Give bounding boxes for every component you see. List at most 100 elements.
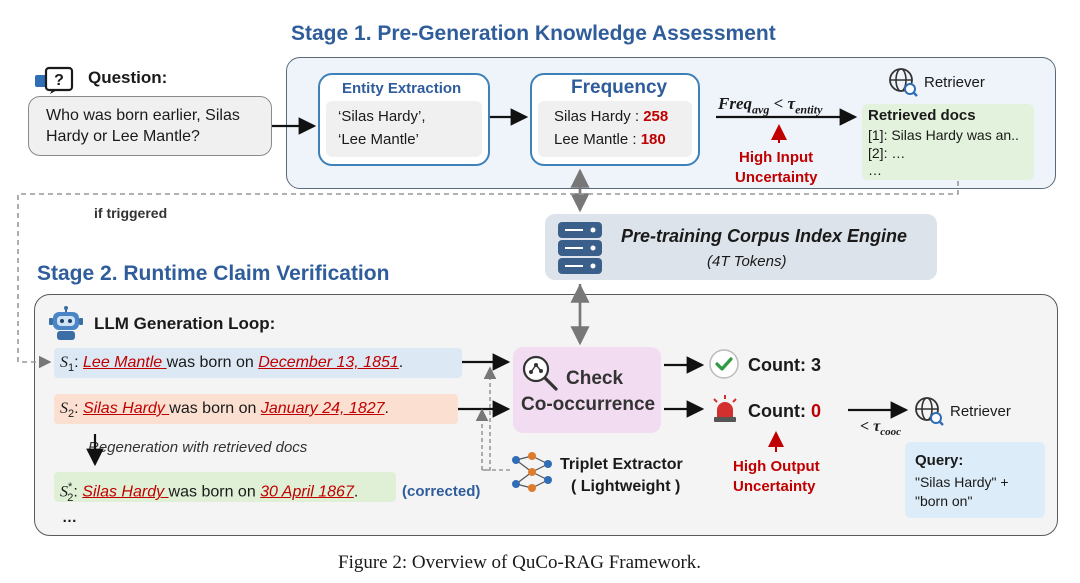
count-bad: Count: 0	[748, 401, 821, 421]
s2-date: January 24, 1827	[260, 400, 385, 417]
frequency-value-2: 180	[640, 131, 666, 148]
query-line-2: "born on"	[915, 493, 973, 509]
threshold-op: <	[769, 94, 788, 113]
tau-sub: entity	[795, 102, 823, 117]
svg-text:?: ?	[54, 72, 64, 89]
sentence-1: S1: Lee Mantle was born on December 13, …	[60, 353, 403, 378]
question-line-1: Who was born earlier, Silas	[46, 107, 240, 124]
stage2-title: Stage 2. Runtime Claim Verification	[37, 262, 390, 285]
stage1-arrows	[272, 108, 858, 135]
sentence-2-corrected-bg	[54, 472, 396, 502]
triplet-label-2: ( Lightweight )	[571, 478, 681, 495]
query-line-1: "Silas Hardy" +	[915, 474, 1009, 490]
s2c-entity: Silas Hardy	[82, 483, 169, 501]
s2c-mid: was born on	[168, 483, 261, 501]
llm-loop-label: LLM Generation Loop:	[94, 314, 276, 333]
retrieved-docs-title: Retrieved docs	[868, 107, 976, 124]
sentence-2: S2: Silas Hardy was born on January 24, …	[60, 399, 389, 424]
cooc-tau: τ	[873, 418, 881, 435]
retriever-label-1: Retriever	[924, 74, 985, 91]
question-box	[28, 96, 272, 156]
question-label: Question:	[88, 68, 168, 87]
trigger-path	[17, 181, 959, 369]
query-box	[905, 442, 1045, 518]
corpus-title: Pre-training Corpus Index Engine	[621, 226, 908, 246]
alarm-icon	[710, 395, 740, 423]
s2c-var: S	[60, 483, 68, 501]
s1-sep: :	[74, 354, 84, 371]
s2-var: S	[60, 400, 68, 417]
check-label-2: Co-occurrence	[521, 394, 656, 415]
entity-threshold: Freqavg < τentity	[718, 94, 822, 119]
corpus-engine-box	[545, 214, 937, 280]
stage2-arrows	[86, 353, 909, 467]
s2-entity: Silas Hardy	[83, 400, 170, 417]
globe-search-icon	[888, 67, 918, 97]
s2-sep: :	[74, 400, 84, 417]
globe-search-icon	[914, 396, 944, 426]
s1-mid: was born on	[166, 354, 259, 371]
retrieved-doc-3: …	[868, 162, 882, 178]
entity-line-2: ‘Lee Mantle’	[338, 131, 419, 148]
uncertainty-arrows	[768, 124, 787, 452]
database-icon	[553, 220, 607, 276]
magnifier-graph-icon	[520, 353, 560, 393]
cooc-sub: cooc	[880, 426, 901, 439]
input-uncertainty-2: Uncertainty	[735, 169, 818, 186]
frequency-name-2: Lee Mantle :	[554, 131, 641, 148]
checkmark-icon	[708, 348, 740, 380]
triplet-arrows	[475, 366, 510, 471]
frequency-row-1: Silas Hardy : 258	[554, 107, 668, 127]
s2c-end: .	[353, 483, 359, 501]
ellipsis: …	[62, 509, 77, 526]
frequency-title: Frequency	[571, 77, 668, 98]
s1-date: December 13, 1851	[258, 354, 399, 371]
frequency-row-2: Lee Mantle : 180	[554, 130, 666, 150]
count-ok: Count: 3	[748, 355, 821, 375]
entity-inner	[326, 101, 482, 157]
sentence-2-corrected: S*2: Silas Hardy was born on 30 April 18…	[60, 477, 358, 508]
output-uncertainty-1: High Output	[733, 458, 820, 475]
s2-sub: 2	[68, 408, 75, 421]
stage1-title: Stage 1. Pre-Generation Knowledge Assess…	[291, 22, 776, 45]
frequency-inner	[538, 101, 692, 157]
query-title: Query:	[915, 452, 964, 469]
if-triggered-label: if triggered	[94, 205, 168, 221]
entity-extraction-title: Entity Extraction	[342, 80, 462, 97]
retrieved-doc-1: [1]: Silas Hardy was an..	[868, 127, 1019, 143]
sentence-2-bg	[54, 394, 458, 424]
regeneration-label: Regeneration with retrieved docs	[88, 439, 308, 456]
question-icon: ?	[32, 66, 78, 94]
freq-symbol: Freq	[718, 94, 752, 113]
sentence-1-bg	[54, 348, 462, 378]
tau-symbol: τ	[787, 94, 796, 113]
figure-caption: Figure 2: Overview of QuCo-RAG Framework…	[338, 552, 702, 573]
check-label-1: Check	[566, 368, 624, 389]
count-bad-label: Count:	[748, 401, 811, 421]
corrected-label: (corrected)	[402, 483, 481, 500]
frequency-name-1: Silas Hardy :	[554, 108, 644, 125]
retriever-label-2: Retriever	[950, 403, 1011, 420]
network-icon	[510, 450, 554, 494]
s2c-sub: 2	[67, 491, 74, 504]
frequency-value-1: 258	[643, 108, 669, 125]
output-uncertainty-2: Uncertainty	[733, 478, 816, 495]
s1-entity: Lee Mantle	[83, 354, 167, 371]
input-uncertainty-1: High Input	[739, 149, 814, 166]
robot-icon	[48, 306, 84, 340]
corpus-subtitle: (4T Tokens)	[707, 253, 787, 270]
count-ok-value: 3	[810, 355, 821, 375]
s2c-date: 30 April 1867	[260, 483, 354, 501]
freq-sub: avg	[752, 102, 770, 117]
s2-end: .	[384, 400, 389, 417]
s1-end: .	[398, 354, 404, 371]
retrieved-docs-box	[862, 104, 1034, 180]
count-ok-label: Count:	[748, 355, 811, 375]
s1-var: S	[60, 354, 68, 371]
retrieved-doc-2: [2]: …	[868, 145, 906, 161]
s1-sub: 1	[68, 362, 75, 375]
s2c-sep: :	[73, 483, 83, 501]
entity-line-1: ‘Silas Hardy’,	[338, 108, 426, 125]
s2-mid: was born on	[169, 400, 261, 417]
count-bad-value: 0	[810, 401, 821, 421]
